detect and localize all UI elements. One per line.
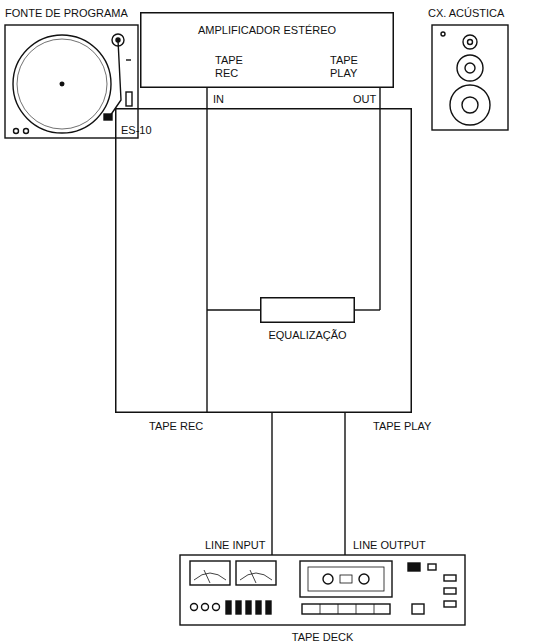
equalization-block: EQUALIZAÇÃO [260, 297, 355, 323]
jack-label: TAPE PLAY [372, 420, 432, 433]
node-title: CX. ACÚSTICA [428, 7, 504, 20]
signal-wire [271, 413, 272, 555]
equalizer-unit: ES-10EQUALIZAÇÃO [115, 108, 412, 413]
tape-deck: TAPE DECK [180, 555, 465, 625]
tape-deck-drawing [180, 555, 465, 625]
signal-wire [206, 88, 207, 108]
node-title: ES-10 [121, 124, 152, 137]
jack-label: LINE INPUT [204, 539, 267, 552]
jack-label: OUT [352, 93, 377, 106]
amplifier-box: AMPLIFICADOR ESTÉREO TAPE REC TAPE PLAY [140, 12, 394, 88]
jack-label: TAPE REC [215, 54, 249, 80]
node-title: FONTE DE PROGRAMA [5, 7, 128, 20]
jack-label: TAPE PLAY [330, 54, 368, 80]
jack-label: TAPE REC [148, 420, 204, 433]
node-title: EQUALIZAÇÃO [245, 329, 370, 342]
speaker: CX. ACÚSTICA [432, 25, 508, 130]
internal-wiring [207, 108, 380, 413]
turntable: FONTE DE PROGRAMA [5, 25, 138, 138]
signal-wire [344, 413, 345, 555]
node-title: AMPLIFICADOR ESTÉREO [140, 24, 394, 37]
signal-wire [379, 88, 380, 108]
jack-label: IN [212, 93, 225, 106]
node-title: TAPE DECK [180, 631, 465, 644]
speaker-drawing [432, 25, 508, 130]
turntable-drawing [5, 25, 138, 138]
jack-label: LINE OUTPUT [352, 539, 427, 552]
